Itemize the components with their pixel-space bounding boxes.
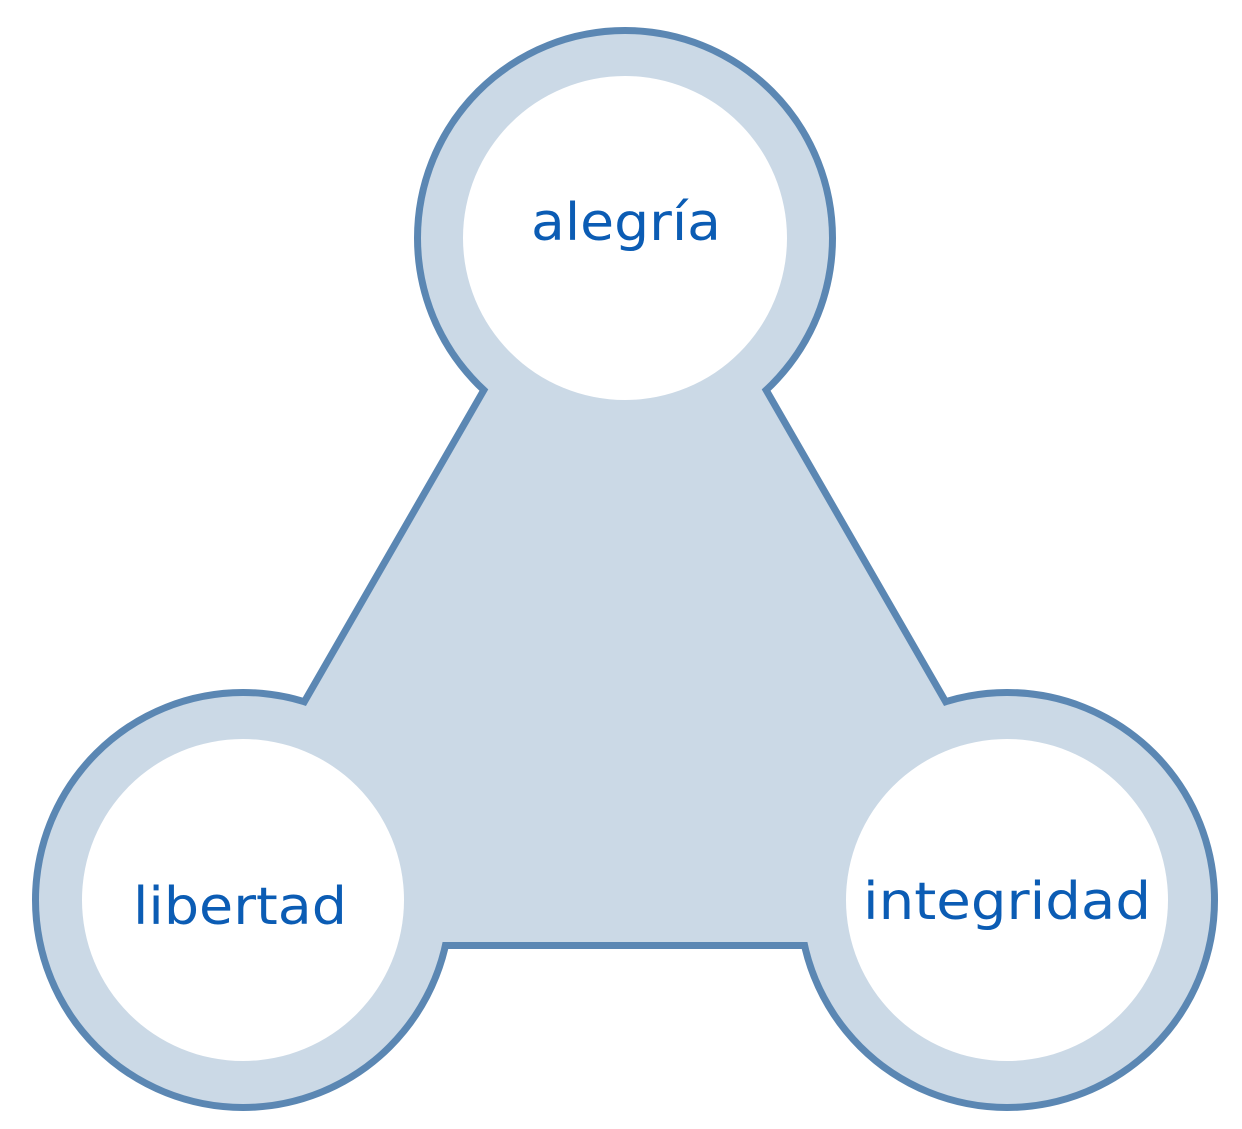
- top-node: [463, 76, 787, 400]
- inner-layer: [82, 76, 1168, 1061]
- triangle-connector: [170, 152, 1080, 942]
- right-node-label: integridad: [863, 872, 1151, 932]
- left-node: [82, 739, 404, 1061]
- right-node: [846, 739, 1168, 1061]
- top-node-label: alegría: [531, 193, 721, 253]
- left-node-label: libertad: [133, 877, 347, 937]
